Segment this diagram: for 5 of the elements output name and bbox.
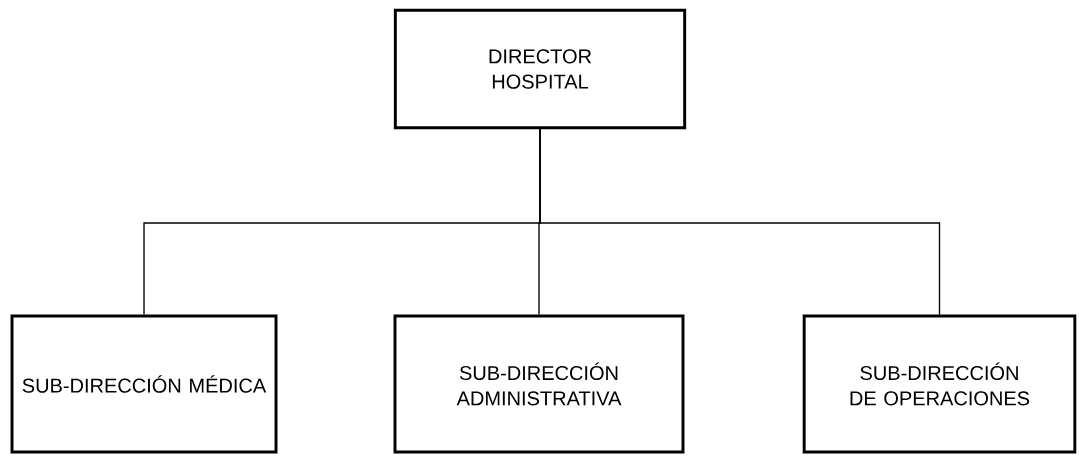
org-box: DIRECTOR HOSPITAL (393, 8, 687, 130)
org-box: SUB-DIRECCIÓN MÉDICA (10, 314, 278, 454)
connector-line (539, 128, 941, 316)
org-box: SUB-DIRECCIÓN DE OPERACIONES (802, 314, 1077, 454)
org-box: SUB-DIRECCIÓN ADMINISTRATIVA (393, 314, 685, 454)
